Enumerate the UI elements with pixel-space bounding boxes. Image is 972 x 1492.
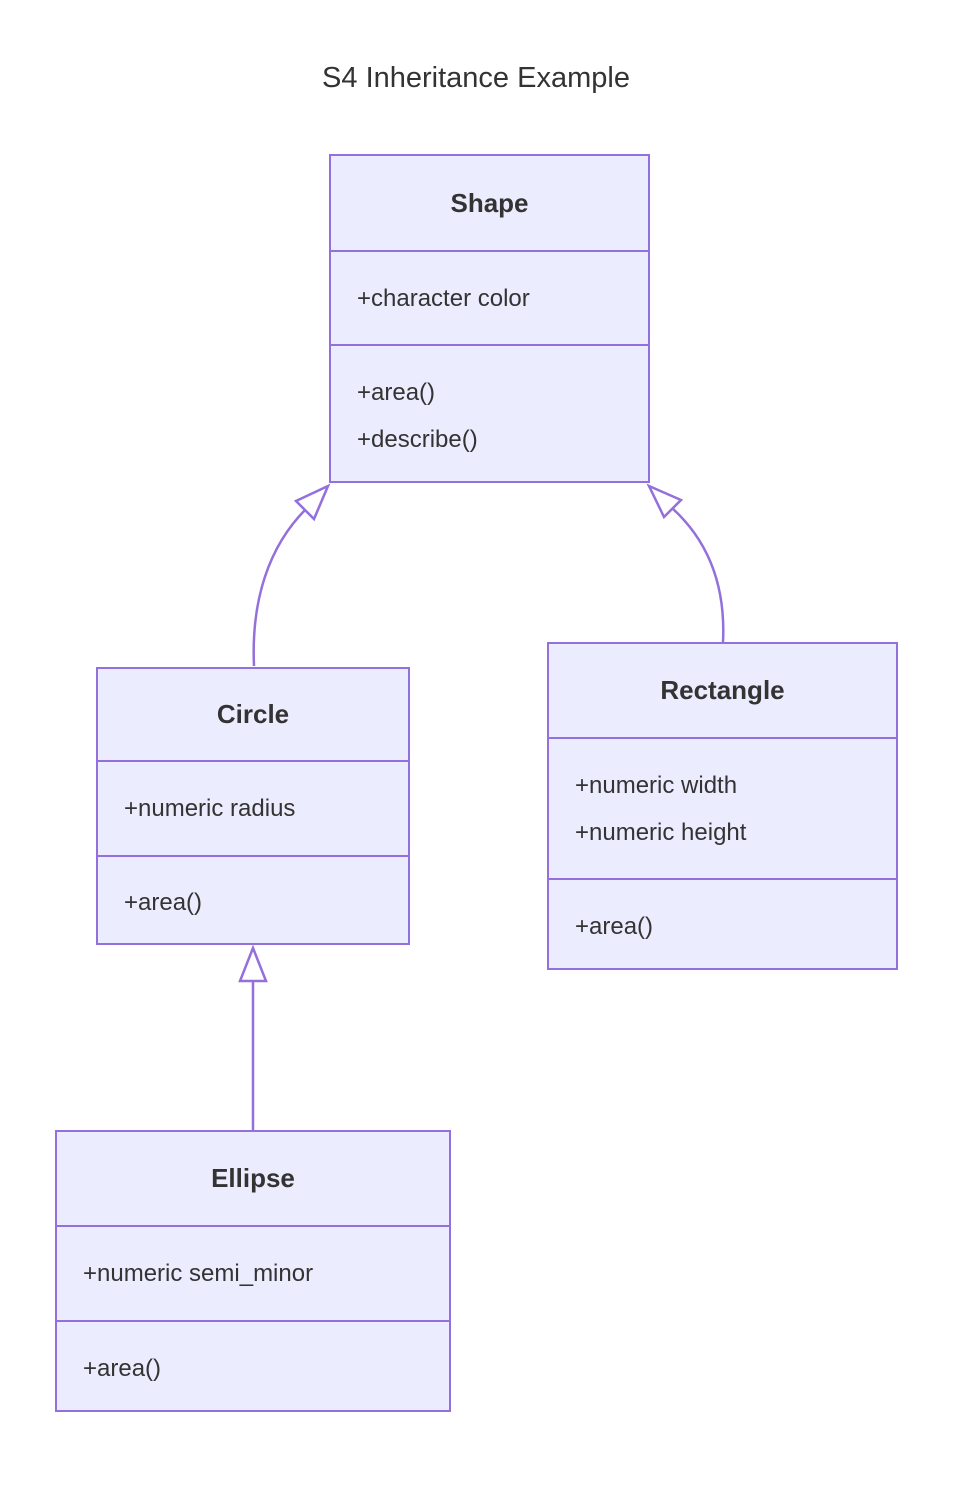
method: +area() <box>575 912 654 940</box>
method: +describe() <box>357 425 478 453</box>
attribute: +character color <box>357 284 530 312</box>
class-attributes: +numeric semi_minor <box>57 1225 449 1320</box>
class-name: Ellipse <box>211 1163 295 1193</box>
class-name: Shape <box>450 187 529 218</box>
method: +area() <box>357 378 436 406</box>
attribute: +numeric width <box>575 771 738 799</box>
inheritance-line-circle-to-shape <box>252 508 307 667</box>
diagram-title: S4 Inheritance Example <box>322 62 630 94</box>
class-node-rectangle: Rectangle +numeric width +numeric height… <box>547 642 898 970</box>
attribute: +numeric semi_minor <box>83 1260 314 1287</box>
inheritance-arrowhead-icon <box>293 483 331 522</box>
class-node-circle: Circle +numeric radius +area() <box>96 667 410 945</box>
class-node-ellipse: Ellipse +numeric semi_minor +area() <box>55 1130 451 1412</box>
attribute: +numeric height <box>575 818 747 846</box>
class-methods: +area() <box>57 1320 449 1414</box>
class-attributes: +character color <box>331 250 648 344</box>
method: +area() <box>124 888 203 916</box>
class-methods: +area() <box>98 855 408 947</box>
inheritance-line-rectangle-to-shape <box>671 507 725 643</box>
inheritance-arrowhead-icon <box>646 483 684 520</box>
inheritance-arrowhead-icon <box>238 944 268 983</box>
class-name: Rectangle <box>660 675 785 705</box>
class-attributes: +numeric radius <box>98 760 408 855</box>
method: +area() <box>83 1354 162 1382</box>
class-methods: +area() +describe() <box>331 344 648 485</box>
class-methods: +area() <box>549 878 896 972</box>
class-name: Circle <box>216 699 290 729</box>
class-attributes: +numeric width +numeric height <box>549 737 896 878</box>
attribute: +numeric radius <box>124 795 296 822</box>
class-node-shape: Shape +character color +area() +describe… <box>329 154 650 483</box>
